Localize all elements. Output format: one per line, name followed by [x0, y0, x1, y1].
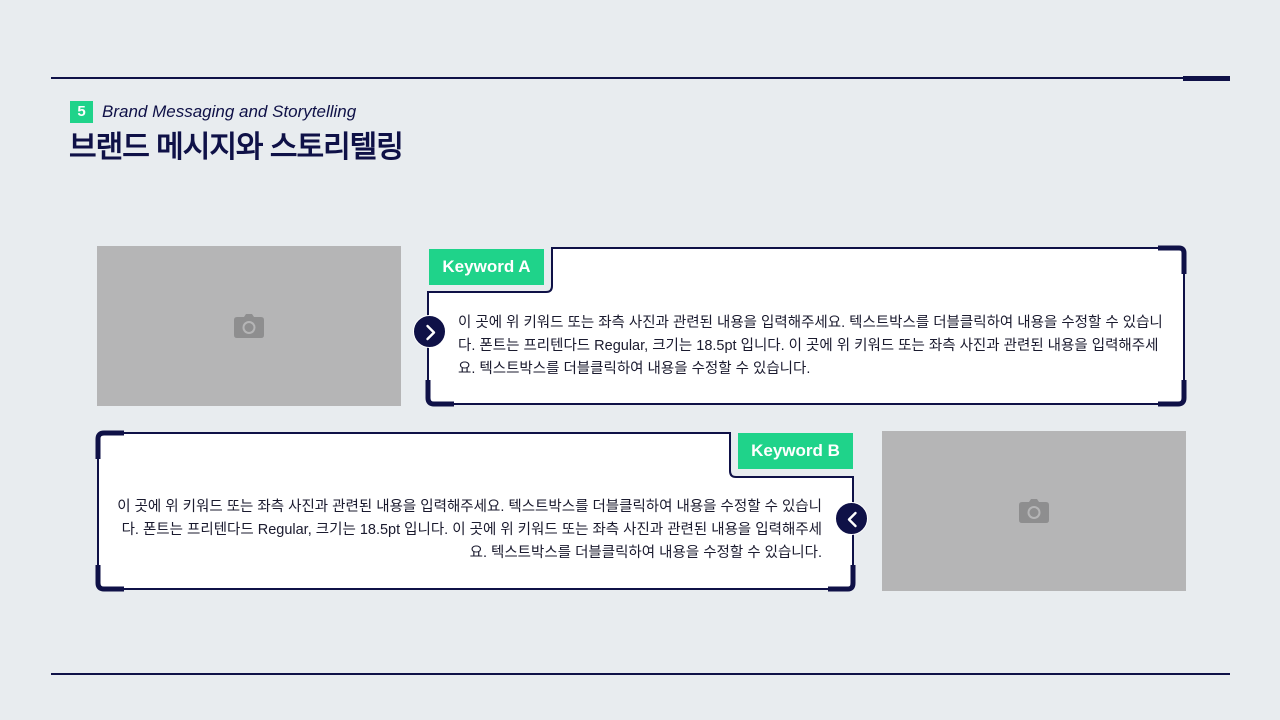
card-body-text-a[interactable]: 이 곳에 위 키워드 또는 좌측 사진과 관련된 내용을 입력해주세요. 텍스트… [458, 315, 1163, 377]
camera-icon [1019, 499, 1049, 523]
section-number-badge: 5 [70, 101, 93, 123]
image-placeholder-a[interactable] [97, 246, 401, 406]
keyword-tab-b: Keyword B [738, 433, 853, 469]
page-title: 브랜드 메시지와 스토리텔링 [69, 131, 404, 164]
chevron-right-icon [426, 324, 436, 341]
chevron-left-icon [847, 511, 857, 528]
card-body-text-b[interactable]: 이 곳에 위 키워드 또는 좌측 사진과 관련된 내용을 입력해주세요. 텍스트… [117, 499, 822, 561]
section-subtitle: Brand Messaging and Storytelling [102, 102, 357, 121]
camera-icon [234, 314, 264, 338]
header-rule-accent [1183, 76, 1230, 81]
header-rule [51, 77, 1230, 79]
image-placeholder-b[interactable] [882, 431, 1186, 591]
prev-arrow-button[interactable] [835, 502, 868, 535]
keyword-tab-a: Keyword A [429, 249, 544, 285]
card-frame-a [425, 245, 1187, 407]
card-frame-b [95, 430, 856, 592]
footer-rule [51, 673, 1230, 675]
next-arrow-button[interactable] [413, 315, 446, 348]
